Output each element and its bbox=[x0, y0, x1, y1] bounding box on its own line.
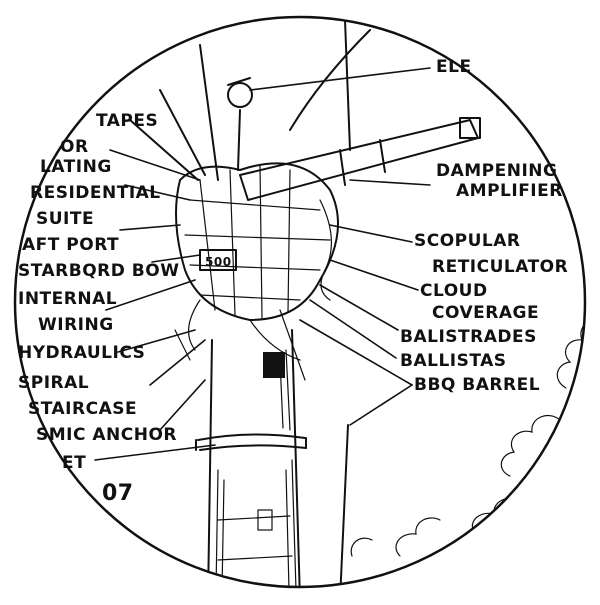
distant-pole bbox=[339, 424, 349, 587]
label-ele: ELE bbox=[436, 57, 472, 77]
tower-marking-box bbox=[199, 249, 237, 271]
label-wiring: WIRING bbox=[38, 315, 114, 335]
label-suite: SUITE bbox=[36, 209, 94, 229]
label-lating: LATING bbox=[40, 157, 112, 177]
label-residential: RESIDENTIAL bbox=[30, 183, 161, 203]
drawing-area: 500 bbox=[94, 19, 585, 587]
label-bbq-barrel: BBQ BARREL bbox=[414, 375, 540, 395]
circle-frame bbox=[13, 15, 587, 589]
label-amplifier: AMPLIFIER bbox=[456, 181, 563, 201]
label-or: OR bbox=[60, 137, 89, 157]
label-spiral: SPIRAL bbox=[18, 373, 89, 393]
label-cloud: CLOUD bbox=[420, 281, 488, 301]
label-reticulator: RETICULATOR bbox=[432, 257, 568, 277]
tower bbox=[195, 329, 307, 587]
label-balistrades: BALISTRADES bbox=[400, 327, 537, 347]
label-aft-port: AFT PORT bbox=[22, 235, 119, 255]
left-labels: TAPES OR LATING RESIDENTIAL SUITE AFT PO… bbox=[18, 111, 179, 473]
label-internal: INTERNAL bbox=[18, 289, 117, 309]
label-staircase: STAIRCASE bbox=[28, 399, 137, 419]
tower-marking: 500 bbox=[205, 255, 232, 269]
overhead-cable bbox=[289, 29, 371, 131]
leader-lines bbox=[94, 67, 431, 461]
label-ballistas: BALLISTAS bbox=[400, 351, 507, 371]
label-et: ET bbox=[62, 453, 86, 473]
right-labels: ELE DAMPENING AMPLIFIER SCOPULAR RETICUL… bbox=[400, 57, 568, 395]
corner-mark: 07 bbox=[102, 481, 134, 506]
label-dampening: DAMPENING bbox=[436, 161, 558, 181]
label-scopular: SCOPULAR bbox=[414, 231, 521, 251]
label-hydraulics: HYDRAULICS bbox=[18, 343, 145, 363]
label-starboard-bow: STARBQRD BOW bbox=[18, 261, 179, 281]
label-tapes: TAPES bbox=[96, 111, 158, 131]
antenna-cluster: 500 bbox=[129, 44, 481, 381]
label-cosmic-anchor: SMIC ANCHOR bbox=[36, 425, 177, 445]
mast bbox=[344, 19, 351, 151]
label-coverage: COVERAGE bbox=[432, 303, 539, 323]
